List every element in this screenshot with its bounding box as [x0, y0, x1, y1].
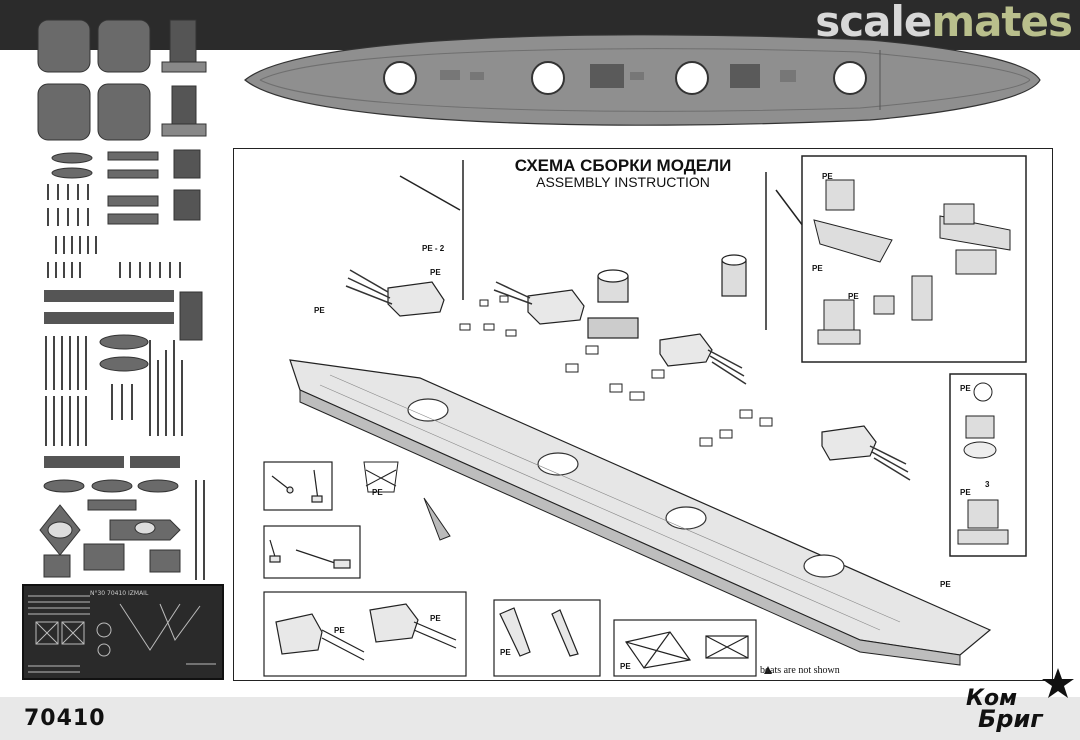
- title-russian: СХЕМА СБОРКИ МОДЕЛИ: [514, 156, 732, 175]
- pe-label: PE: [334, 626, 345, 635]
- pe-label: PE: [500, 648, 511, 657]
- deck-top-view: [244, 34, 1041, 126]
- brand-logo-line1: Ком: [966, 686, 1018, 711]
- boats-note: boats are not shown: [760, 665, 840, 676]
- pe-label: PE: [430, 614, 441, 623]
- brand-star-icon: [1042, 668, 1074, 698]
- pe-label: PE: [620, 662, 631, 671]
- step-number: 3: [985, 480, 990, 489]
- pe-label: PE: [822, 172, 833, 181]
- pe-label: PE: [940, 580, 951, 589]
- pe-label: PE: [960, 384, 971, 393]
- title-english: ASSEMBLY INSTRUCTION: [536, 174, 710, 190]
- bottom-bar: [0, 697, 1080, 740]
- scalemates-watermark: scalemates: [815, 0, 1073, 46]
- pe-label: PE - 2: [422, 244, 445, 253]
- pe-label: PE: [430, 268, 441, 277]
- photo-etch-detail: [28, 595, 216, 673]
- assembly-frame: [233, 148, 1053, 681]
- pe-label: PE: [314, 306, 325, 315]
- parts-sprue: [37, 19, 207, 580]
- hull-isometric: [289, 359, 992, 666]
- assembly-diagram: [263, 155, 1027, 677]
- etch-label: N°30 70410 IZMAIL: [90, 590, 149, 597]
- pe-label: PE: [960, 488, 971, 497]
- kit-number: 70410: [24, 706, 106, 731]
- pe-label: PE: [848, 292, 859, 301]
- pe-label: PE: [372, 488, 383, 497]
- brand-logo-line2: Бриг: [978, 705, 1043, 733]
- photo-etch-fret: [22, 584, 224, 680]
- turrets: [387, 281, 877, 461]
- pe-label: PE: [812, 264, 823, 273]
